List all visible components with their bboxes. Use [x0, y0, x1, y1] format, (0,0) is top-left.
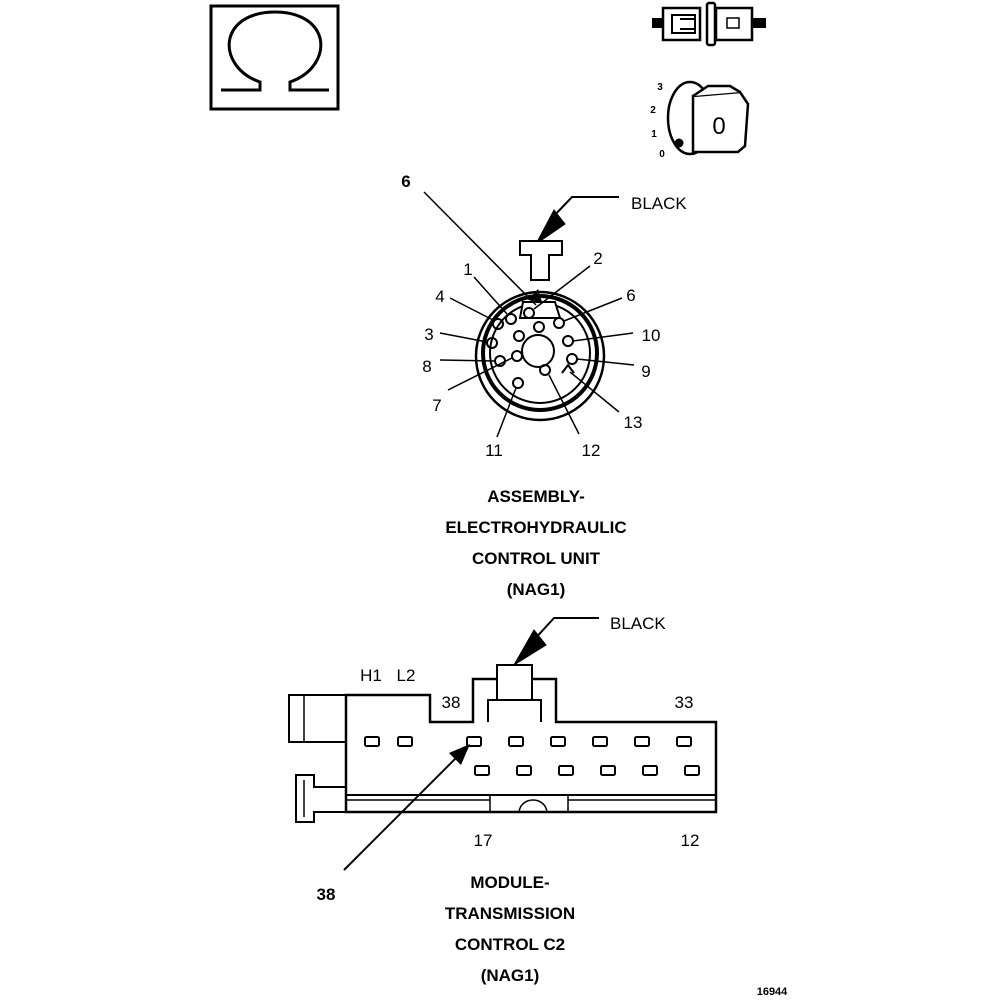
tcm-cavity [558, 765, 574, 776]
tcm-cavities-top [364, 736, 692, 747]
ehcu-leaders [423, 191, 635, 438]
ohm-icon [209, 4, 340, 111]
ehcu-color-label: BLACK [631, 194, 687, 213]
ehcu-label-7: 7 [432, 396, 441, 415]
ehcu-pins [486, 307, 578, 389]
ehcu-title-line-2: ELECTROHYDRAULIC [445, 518, 626, 537]
tcm-connector: BLACK [288, 614, 718, 985]
ehcu-pin-3 [486, 337, 498, 349]
ehcu-title-line-1: ASSEMBLY- [487, 487, 585, 506]
ehcu-pin-12 [539, 364, 551, 376]
tcm-label-17: 17 [474, 831, 493, 850]
tcm-cavity [642, 765, 658, 776]
ehcu-label-2: 2 [593, 249, 602, 268]
ehcu-callout-6: 6 [401, 172, 410, 191]
ehcu-label-12: 12 [582, 441, 601, 460]
tcm-cavity [600, 765, 616, 776]
ehcu-label-4: 4 [435, 287, 444, 306]
tcm-label-33: 33 [675, 693, 694, 712]
connector-icon [652, 1, 766, 47]
ehcu-label-3: 3 [424, 325, 433, 344]
ehcu-pin-6b [553, 317, 565, 329]
tcm-label-38-top: 38 [442, 693, 461, 712]
tcm-label-12: 12 [681, 831, 700, 850]
ehcu-pin-4 [492, 318, 504, 330]
ehcu-pin-6 [533, 321, 545, 333]
ehcu-label-9: 9 [641, 362, 650, 381]
tcm-cavity-12 [684, 765, 700, 776]
tcm-callout-38: 38 [317, 885, 336, 904]
tcm-cavity [634, 736, 650, 747]
ehcu-label-13: 13 [624, 413, 643, 432]
switch-pos-0: 0 [659, 149, 665, 160]
ehcu-label-8: 8 [422, 357, 431, 376]
tcm-title-line-3: CONTROL C2 [455, 935, 565, 954]
tcm-cavity-l2 [397, 736, 413, 747]
ehcu-title-line-4: (NAG1) [507, 580, 566, 599]
ehcu-pin-2 [523, 307, 535, 319]
tcm-cavities-bottom [474, 765, 700, 776]
ehcu-label-11: 11 [485, 441, 503, 460]
ehcu-connector: BLACK [401, 172, 687, 599]
tcm-title-line-2: TRANSMISSION [445, 904, 575, 923]
ehcu-pin-5 [513, 330, 525, 342]
tcm-title-line-1: MODULE- [470, 873, 549, 892]
tcm-label-l2: L2 [397, 666, 416, 685]
tcm-cavity [516, 765, 532, 776]
ignition-switch-icon: 0 3 2 1 0 [650, 80, 750, 160]
ehcu-pin-1 [505, 313, 517, 325]
switch-key-position: 0 [712, 113, 725, 140]
ehcu-title-line-3: CONTROL UNIT [472, 549, 601, 568]
switch-pos-3: 3 [657, 82, 663, 93]
ehcu-pin-11 [512, 377, 524, 389]
tcm-cavity-33 [676, 736, 692, 747]
tcm-cavity-h1 [364, 736, 380, 747]
tcm-label-h1: H1 [360, 666, 382, 685]
ehcu-label-1: 1 [463, 260, 472, 279]
tcm-cavity-38 [466, 736, 482, 747]
ehcu-label-10: 10 [642, 326, 661, 345]
switch-pos-2: 2 [650, 105, 656, 116]
tcm-cavity-17 [474, 765, 490, 776]
tcm-cavity [592, 736, 608, 747]
tcm-color-label: BLACK [610, 614, 666, 633]
tcm-cavity [550, 736, 566, 747]
figure-number: 16944 [757, 986, 788, 998]
switch-pos-1: 1 [651, 129, 657, 140]
tcm-title-line-4: (NAG1) [481, 966, 540, 985]
tcm-cavity [508, 736, 524, 747]
ehcu-label-6: 6 [626, 286, 635, 305]
ehcu-pin-7 [511, 350, 523, 362]
